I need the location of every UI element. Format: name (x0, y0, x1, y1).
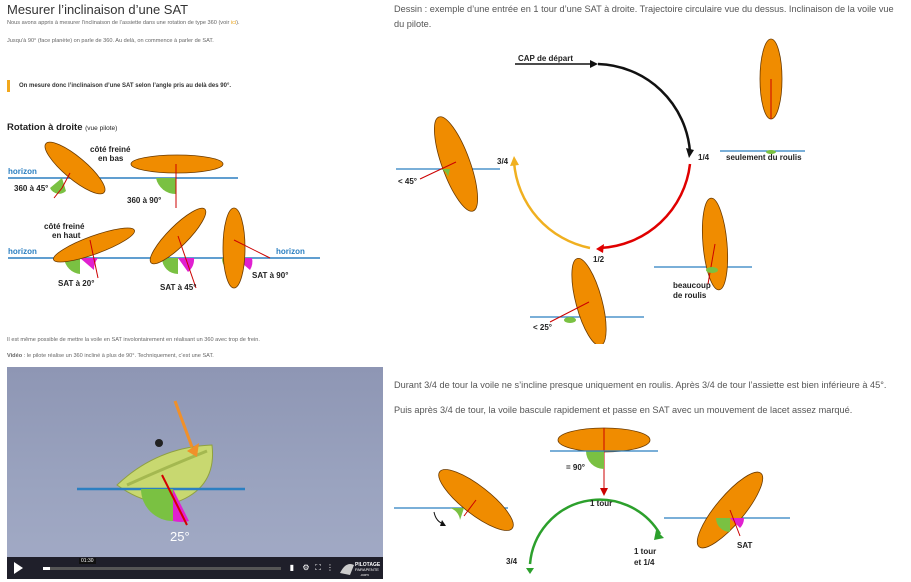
intro-line-1: Nous avons appris à mesurer l’inclinaiso… (7, 20, 240, 26)
label-360-90: 360 à 90° (127, 196, 161, 205)
label-q2: 1/2 (593, 255, 605, 264)
intro-line-2: Jusqu’à 90° (face planète) on parle de 3… (7, 38, 214, 44)
label-lt25: < 25° (533, 323, 552, 332)
label-q1: 1/4 (698, 153, 710, 162)
video-progress-fill (43, 567, 51, 570)
label-cap: CAP de départ (518, 54, 573, 63)
section-title: Rotation à droite (vue pilote) (7, 122, 118, 133)
label-seulement-roulis: seulement du roulis (726, 153, 802, 162)
settings-icon[interactable]: ⚙ (302, 563, 310, 572)
video-angle-label: 25° (170, 529, 190, 544)
label-lt45: < 45° (398, 177, 417, 186)
label-cote-freine-1: côté freiné (90, 145, 131, 154)
label-sat-45: SAT à 45° (160, 283, 196, 292)
label-3-4: 3/4 (506, 557, 518, 566)
label-sat-20: SAT à 20° (58, 279, 94, 288)
right-paragraph-3: Puis après 3/4 de tour, la voile bascule… (394, 405, 853, 415)
label-q3: 3/4 (497, 157, 509, 166)
callout-quote: On mesure donc l’inclinaison d’une SAT s… (7, 80, 367, 92)
label-de-roulis: de roulis (673, 291, 707, 300)
pilotage-parapente-logo: PILOTAGE PARAPENTE .com (340, 562, 381, 577)
video-controls: 01:30 ▮ ⚙ ⛶ ⋮ PILOTAGE PARAPENTE .com (7, 557, 383, 579)
svg-text:PARAPENTE: PARAPENTE (355, 567, 379, 572)
video-progress-bar[interactable]: 01:30 (43, 558, 281, 570)
right-paragraph-2: Durant 3/4 de tour la voile ne s’incline… (394, 380, 887, 390)
label-et-1-4: et 1/4 (634, 558, 655, 567)
note-text: Il est même possible de mettre la voile … (7, 337, 260, 343)
sat-entry-diagram: = 90° 1 tour 3/4 1 tour et 1/4 SAT (394, 427, 790, 574)
rotation-diagram: horizon horizon horizon côté freiné en b… (8, 141, 320, 292)
svg-text:PILOTAGE: PILOTAGE (355, 562, 381, 568)
label-1-tour-b: 1 tour (634, 547, 656, 556)
label-1-tour: 1 tour (590, 499, 612, 508)
svg-text:.com: .com (360, 572, 369, 577)
label-en-haut: en haut (52, 231, 81, 240)
volume-icon[interactable]: ▮ (289, 563, 295, 572)
horizon-label-1: horizon (8, 167, 37, 176)
label-sat: SAT (737, 541, 753, 550)
page-title: Mesurer l’inclinaison d’une SAT (7, 2, 189, 17)
video-caption: Vidéo : le pilote réalise un 360 incliné… (7, 353, 214, 359)
share-icon[interactable]: ⋮ (326, 563, 334, 572)
play-icon[interactable] (14, 562, 23, 574)
label-sat-90: SAT à 90° (252, 271, 288, 280)
ici-link[interactable]: ici (230, 20, 237, 26)
video-player[interactable]: 25° 01:30 ▮ ⚙ ⛶ ⋮ PILOTAGE PARAPENTE .co… (7, 367, 383, 579)
fullscreen-icon[interactable]: ⛶ (315, 563, 321, 572)
label-360-45: 360 à 45° (14, 184, 48, 193)
right-paragraph-1: Dessin : exemple d’une entrée en 1 tour … (394, 4, 894, 29)
video-time: 01:30 (79, 558, 96, 564)
trajectory-diagram: CAP de départ 1/4 1/2 3/4 seulement du r… (396, 38, 805, 344)
label-cote-freine-2: côté freiné (44, 222, 85, 231)
label-eq90: = 90° (566, 463, 585, 472)
label-beaucoup: beaucoup (673, 281, 711, 290)
video-frame: 25° (77, 400, 245, 544)
horizon-label-2: horizon (8, 247, 37, 256)
horizon-label-3: horizon (276, 247, 305, 256)
label-en-bas: en bas (98, 154, 124, 163)
